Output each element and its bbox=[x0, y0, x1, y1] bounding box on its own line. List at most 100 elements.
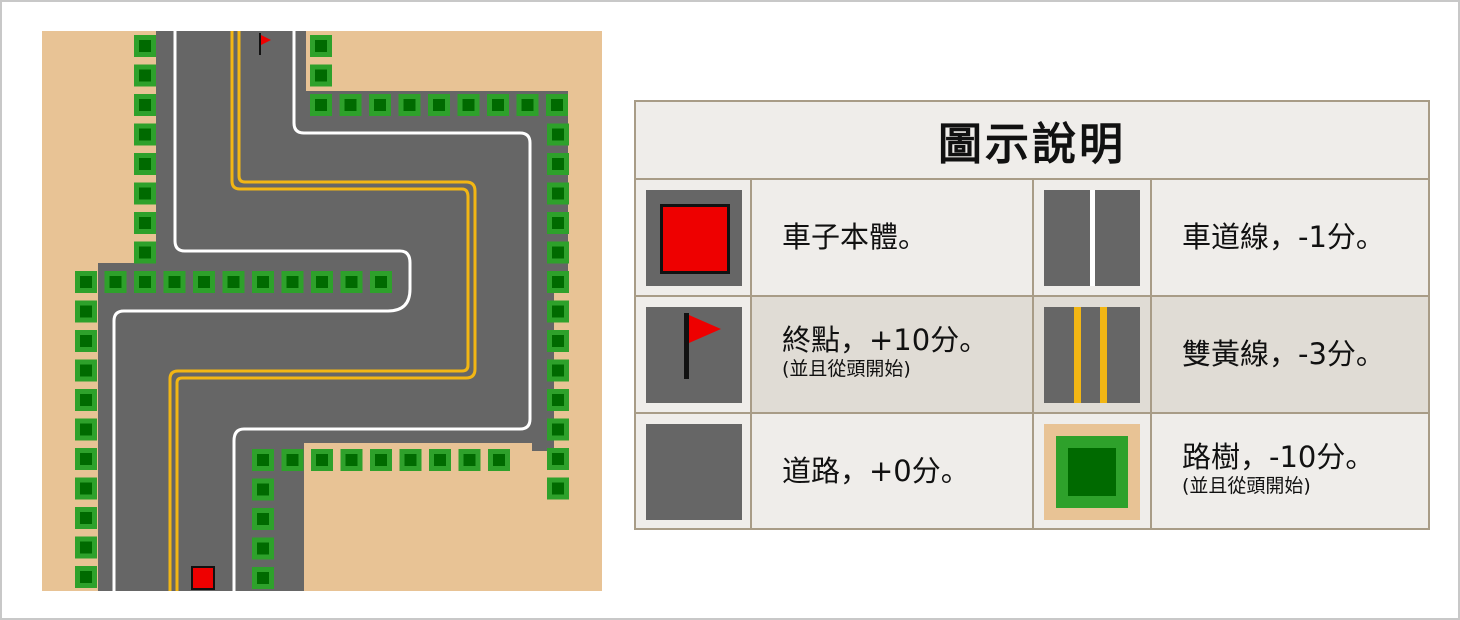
tree-core bbox=[374, 99, 386, 111]
tree-core bbox=[257, 572, 269, 584]
tree-core bbox=[463, 454, 476, 466]
legend-label-lane-line: 車道線，-1分。 bbox=[1182, 220, 1385, 254]
legend-label-car: 車子本體。 bbox=[782, 220, 928, 254]
tree-core bbox=[139, 217, 151, 229]
legend-note-tree: (並且從頭開始) bbox=[1182, 475, 1311, 497]
tree-core bbox=[139, 246, 151, 259]
tree-core bbox=[552, 217, 564, 229]
tree-core bbox=[404, 454, 417, 466]
tree-core bbox=[139, 99, 151, 111]
tree-core bbox=[257, 454, 269, 466]
legend-icon-cell-double-yellow bbox=[1034, 297, 1152, 414]
tree-core bbox=[80, 364, 92, 377]
legend-label-goal: 終點，+10分。 bbox=[782, 323, 989, 357]
tree-core bbox=[80, 276, 92, 288]
legend-label-cell-car: 車子本體。 bbox=[752, 180, 1034, 297]
car-icon bbox=[646, 190, 742, 286]
flag-icon bbox=[646, 307, 742, 403]
tree-core bbox=[139, 158, 151, 170]
tree-core bbox=[315, 69, 327, 82]
tree-core bbox=[552, 305, 564, 318]
tree-core bbox=[552, 128, 564, 141]
tree-core bbox=[552, 246, 564, 259]
tree-core bbox=[462, 99, 475, 111]
tree-core bbox=[552, 423, 564, 436]
tree-core bbox=[552, 276, 564, 288]
tree-core bbox=[403, 99, 416, 111]
tree-core bbox=[139, 276, 151, 288]
tree-core bbox=[344, 99, 357, 111]
tree-core bbox=[286, 276, 299, 288]
tree-core bbox=[552, 158, 564, 170]
tree-core bbox=[80, 305, 92, 318]
lane-lines bbox=[112, 31, 532, 591]
legend-label-double-yellow: 雙黃線，-3分。 bbox=[1182, 337, 1385, 371]
legend-icon-cell-goal bbox=[636, 297, 752, 414]
tree-core bbox=[492, 99, 504, 111]
legend-title: 圖示說明 bbox=[636, 102, 1428, 180]
tree-core bbox=[257, 542, 269, 555]
car bbox=[191, 566, 215, 590]
tree-core bbox=[433, 99, 445, 111]
road-tile-icon bbox=[646, 424, 742, 520]
tree-core bbox=[198, 276, 210, 288]
legend-label-cell-road: 道路，+0分。 bbox=[752, 414, 1034, 530]
double-yellow-line-icon bbox=[1044, 307, 1140, 403]
legend-label-cell-lane-line: 車道線，-1分。 bbox=[1152, 180, 1428, 297]
legend-icon-cell-tree bbox=[1034, 414, 1152, 530]
tree-core bbox=[316, 276, 328, 288]
tree-icon bbox=[1044, 424, 1140, 520]
legend-panel: 圖示說明 車子本體。 車道線，-1分。 終點，+10分。 bbox=[634, 100, 1430, 530]
legend-label-cell-double-yellow: 雙黃線，-3分。 bbox=[1152, 297, 1428, 414]
tree-core bbox=[257, 276, 269, 288]
tree-core bbox=[139, 40, 151, 52]
tree-core bbox=[345, 276, 358, 288]
tree-core bbox=[80, 512, 92, 524]
tree-core bbox=[168, 276, 181, 288]
tree-core bbox=[257, 513, 269, 525]
tree-core bbox=[80, 335, 92, 347]
tree-core bbox=[552, 364, 564, 377]
legend-label-cell-goal: 終點，+10分。 (並且從頭開始) bbox=[752, 297, 1034, 414]
tree-core bbox=[139, 69, 151, 82]
tree-core bbox=[80, 394, 92, 406]
tree-core bbox=[375, 454, 387, 466]
legend-label-tree: 路樹，-10分。 bbox=[1182, 440, 1375, 474]
tree-core bbox=[552, 335, 564, 347]
tree-core bbox=[139, 128, 151, 141]
tree-core bbox=[257, 483, 269, 496]
tree-core bbox=[552, 394, 564, 406]
tree-core bbox=[227, 276, 240, 288]
tree-core bbox=[552, 482, 564, 495]
tree-core bbox=[315, 99, 327, 111]
tree-core bbox=[139, 187, 151, 200]
legend-label-cell-tree: 路樹，-10分。 (並且從頭開始) bbox=[1152, 414, 1428, 530]
tree-core bbox=[521, 99, 534, 111]
tree-core bbox=[286, 454, 299, 466]
legend-icon-cell-car bbox=[636, 180, 752, 297]
tree-core bbox=[552, 453, 564, 465]
track-map bbox=[42, 31, 602, 591]
tree-core bbox=[80, 423, 92, 436]
tree-core bbox=[315, 40, 327, 52]
tree-core bbox=[80, 541, 92, 554]
tree-core bbox=[345, 454, 358, 466]
tree-core bbox=[493, 454, 505, 466]
track-svg bbox=[75, 31, 569, 591]
finish-flag bbox=[259, 33, 271, 55]
tree-core bbox=[80, 453, 92, 465]
tree-core bbox=[80, 482, 92, 495]
tree-core bbox=[316, 454, 328, 466]
roadside-trees bbox=[75, 35, 569, 589]
tree-core bbox=[109, 276, 122, 288]
lane-line-icon bbox=[1044, 190, 1140, 286]
legend-icon-cell-lane-line bbox=[1034, 180, 1152, 297]
tree-core bbox=[80, 571, 92, 583]
tree-core bbox=[434, 454, 446, 466]
legend-label-road: 道路，+0分。 bbox=[782, 454, 970, 488]
tree-core bbox=[552, 187, 564, 200]
legend-note-goal: (並且從頭開始) bbox=[782, 358, 911, 380]
legend-icon-cell-road bbox=[636, 414, 752, 530]
double-yellow-lines bbox=[168, 31, 477, 591]
